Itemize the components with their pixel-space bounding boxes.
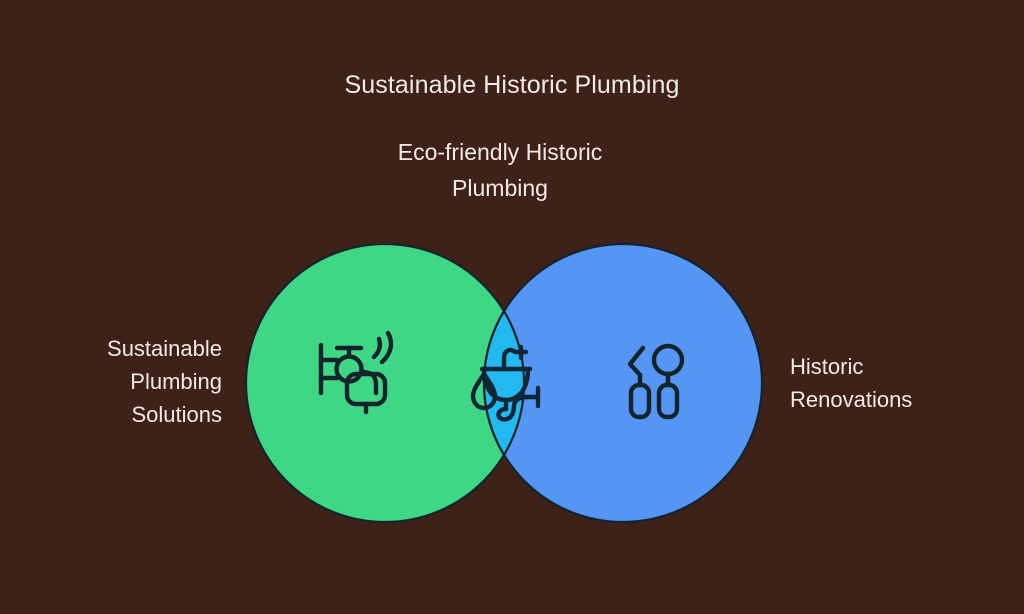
right-set-label-line1: Historic (790, 354, 864, 379)
left-set-label: Sustainable Plumbing Solutions (10, 332, 222, 431)
right-set-circle[interactable] (482, 242, 764, 524)
intersection-label-line1: Eco-friendly Historic (397, 139, 603, 165)
left-set-label-line2: Plumbing (130, 369, 222, 394)
left-set-label-line1: Sustainable (107, 336, 222, 361)
intersection-label-line2: Plumbing (452, 175, 548, 201)
left-set-label-line3: Solutions (131, 402, 222, 427)
right-set-label-line2: Renovations (790, 387, 913, 412)
diagram-title: Sustainable Historic Plumbing (344, 71, 680, 99)
right-set-label: Historic Renovations (790, 350, 1020, 416)
intersection-label: Eco-friendly Historic Plumbing (312, 134, 688, 206)
left-set-circle[interactable] (244, 242, 526, 524)
